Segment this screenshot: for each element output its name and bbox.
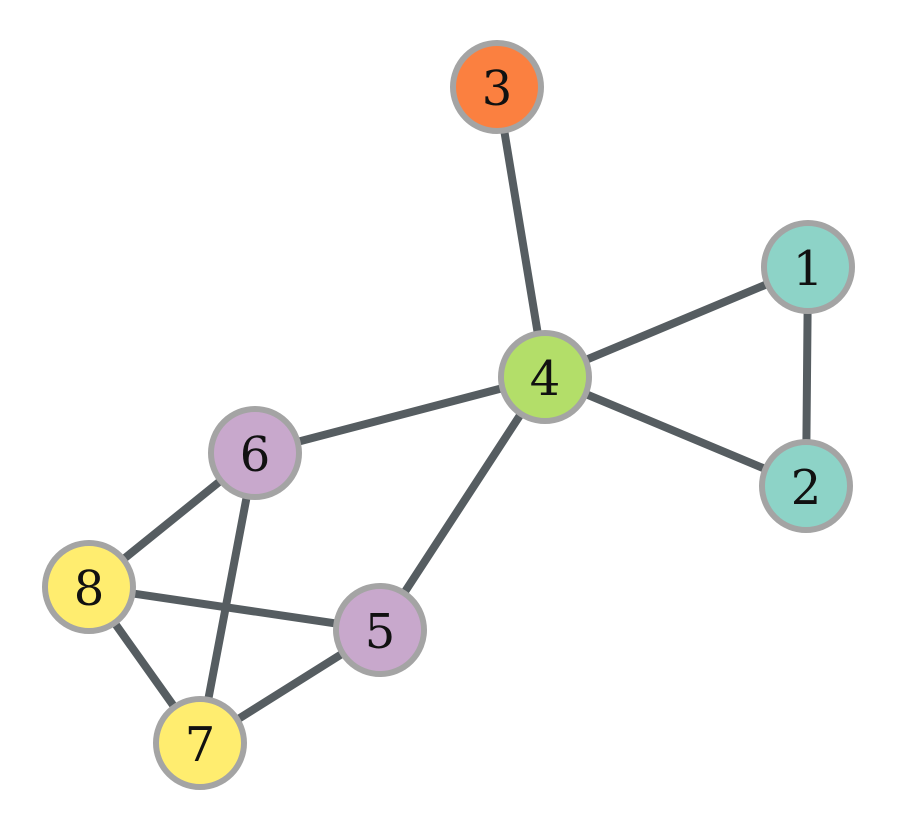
node-circle-5	[333, 583, 427, 677]
node-label-4: 4	[530, 351, 561, 407]
node-label-1: 1	[793, 241, 824, 297]
edge-6-7	[196, 449, 259, 747]
node-label-2: 2	[791, 460, 822, 516]
node-6: 6	[208, 406, 302, 500]
node-2: 2	[759, 439, 853, 533]
node-circle-2	[759, 439, 853, 533]
node-label-7: 7	[185, 717, 216, 773]
nodes-layer: 1 2 3 4 5 6 7 8	[42, 40, 855, 790]
node-1: 1	[761, 220, 855, 314]
node-8: 8	[42, 540, 136, 634]
node-4: 4	[498, 330, 592, 424]
edge-4-2	[541, 373, 810, 490]
edge-3-4	[493, 83, 549, 381]
node-7: 7	[153, 696, 247, 790]
edge-4-5	[376, 373, 549, 634]
node-5: 5	[333, 583, 427, 677]
node-label-8: 8	[74, 561, 105, 617]
node-circle-4	[498, 330, 592, 424]
node-3: 3	[450, 40, 544, 134]
edges-layer	[85, 83, 812, 747]
node-circle-3	[450, 40, 544, 134]
node-circle-1	[761, 220, 855, 314]
edge-8-5	[85, 583, 384, 634]
node-circle-7	[153, 696, 247, 790]
node-label-5: 5	[365, 604, 396, 660]
node-label-6: 6	[240, 427, 271, 483]
node-circle-6	[208, 406, 302, 500]
edge-4-1	[541, 263, 812, 381]
edge-4-6	[251, 373, 549, 457]
node-label-3: 3	[482, 61, 513, 117]
node-circle-8	[42, 540, 136, 634]
